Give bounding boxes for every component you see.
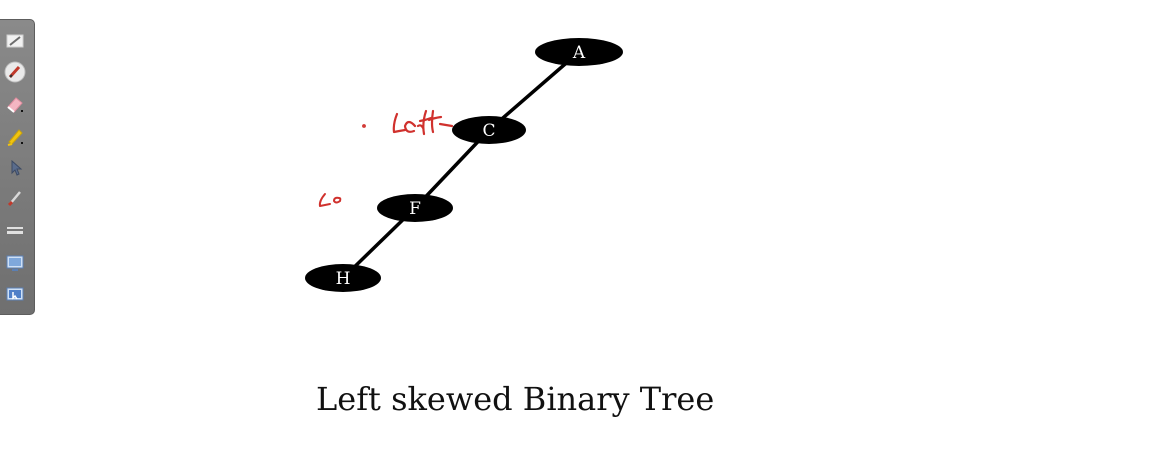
drawing-toolbar	[0, 19, 35, 315]
pointer-icon[interactable]	[4, 156, 26, 178]
tree-node-a: A	[535, 38, 623, 66]
highlighter-icon[interactable]	[4, 125, 26, 147]
ink-annotation-lo	[318, 193, 342, 207]
node-label: F	[409, 199, 421, 219]
screen-icon[interactable]	[4, 252, 26, 274]
node-label: C	[482, 121, 495, 141]
node-label: H	[336, 269, 351, 289]
screen-select-icon[interactable]	[4, 284, 26, 306]
tree-node-h: H	[305, 264, 381, 292]
tree-node-c: C	[452, 116, 526, 144]
pen-color-icon[interactable]	[4, 61, 26, 83]
ink-annotation-left	[362, 109, 454, 136]
eraser-icon[interactable]	[4, 93, 26, 115]
ruler-icon[interactable]	[4, 30, 26, 52]
brush-icon[interactable]	[4, 187, 26, 209]
tree-node-f: F	[377, 194, 453, 222]
node-label: A	[572, 43, 586, 63]
tree-edges	[341, 50, 581, 280]
diagram-caption: Left skewed Binary Tree	[316, 380, 715, 418]
line-width-icon[interactable]	[4, 219, 26, 241]
